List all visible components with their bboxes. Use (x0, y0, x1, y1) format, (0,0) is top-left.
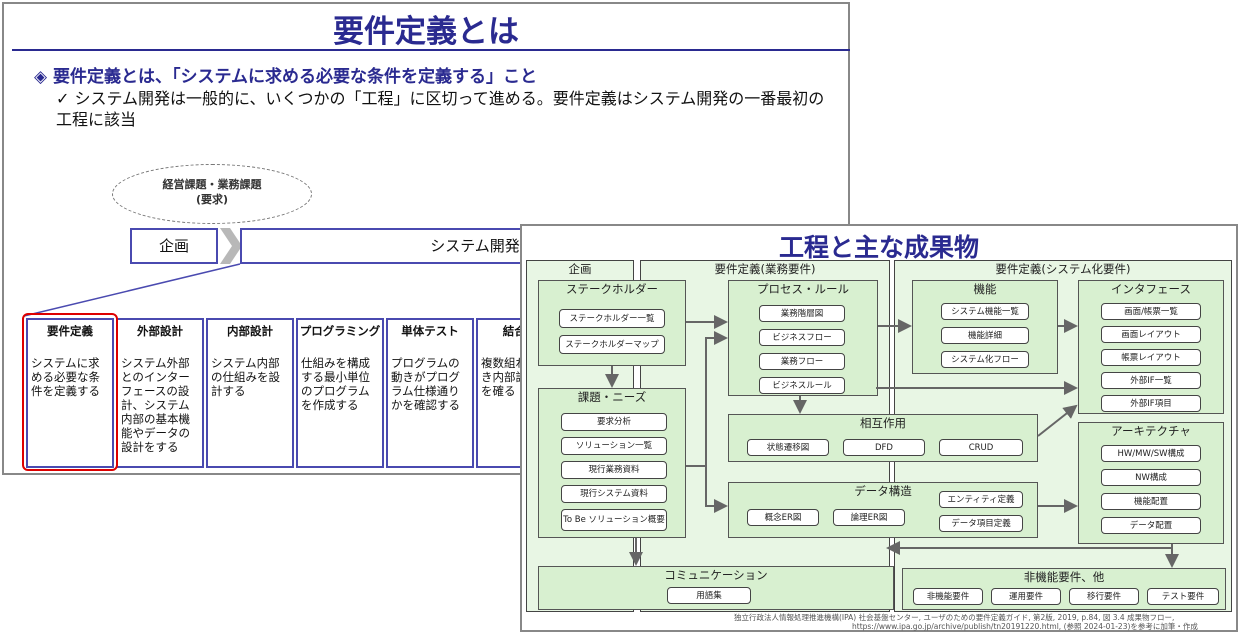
group-title: インタフェース (1111, 282, 1191, 296)
item-requirement-analysis: 要求分析 (561, 413, 667, 431)
group-title: プロセス・ルール (757, 282, 849, 296)
step-programming: プログラミング 仕組みを構成する最小単位のプログラムを作成する (296, 318, 384, 468)
slide-deliverables: 工程と主な成果物 企画 要件定義(業務要件) 要件定義(システム化要件) ステー… (520, 224, 1238, 632)
item-system-function-list: システム機能一覧 (941, 303, 1029, 320)
diamond-bullet-icon: ◈ (34, 67, 48, 87)
item-test-req: テスト要件 (1147, 588, 1219, 605)
step-body: システムに求める必要な条件を定義する (31, 356, 100, 398)
chevron-right-icon (220, 228, 242, 264)
main-bullet-text: 要件定義とは、「システムに求める必要な条件を定義する」こと (53, 67, 537, 87)
group-title: 相互作用 (860, 416, 906, 430)
step-body: システム内部の仕組みを設計する (211, 356, 280, 398)
item-function-detail: 機能詳細 (941, 327, 1029, 344)
group-interface: インタフェース 画面/帳票一覧 画面レイアウト 帳票レイアウト 外部IF一覧 外… (1078, 280, 1224, 414)
item-migration-req: 移行要件 (1069, 588, 1139, 605)
item-crud: CRUD (939, 439, 1023, 456)
item-logical-er: 論理ER図 (833, 509, 905, 526)
item-entity-definition: エンティティ定義 (939, 491, 1023, 508)
group-architecture: アーキテクチャ HW/MW/SW構成 NW構成 機能配置 データ配置 (1078, 422, 1224, 544)
item-report-layout: 帳票レイアウト (1101, 349, 1201, 366)
check-icon: ✓ (56, 89, 70, 108)
sub-bullet-text: システム開発は一般的に、いくつかの「工程」に区切って進める。要件定義はシステム開… (56, 89, 825, 129)
main-bullet: ◈ 要件定義とは、「システムに求める必要な条件を定義する」こと (34, 62, 537, 87)
footnote-source: 独立行政法人情報処理推進機構(IPA) 社会基盤センター, ユーザのための要件定… (734, 613, 1175, 622)
step-body: プログラムの動きがプログラム仕様通りかを確認する (391, 356, 460, 412)
item-nw-config: NW構成 (1101, 469, 1201, 486)
step-requirements: 要件定義 システムに求める必要な条件を定義する (26, 318, 114, 468)
step-unit-test: 単体テスト プログラムの動きがプログラム仕様通りかを確認する (386, 318, 474, 468)
cloud-line1: 経営課題・業務課題 (162, 178, 262, 191)
item-solution-list: ソリューション一覧 (561, 437, 667, 455)
item-hw-mw-sw: HW/MW/SW構成 (1101, 445, 1201, 462)
group-title: 非機能要件、他 (1023, 570, 1105, 584)
group-nonfunctional: 非機能要件、他 非機能要件 運用要件 移行要件 テスト要件 (902, 568, 1226, 610)
step-title: プログラミング (299, 324, 381, 338)
item-external-if-list: 外部IF一覧 (1101, 372, 1201, 389)
item-external-if-items: 外部IF項目 (1101, 395, 1201, 412)
item-business-rules: ビジネスルール (759, 377, 845, 394)
step-body: システム外部とのインターフェースの設計、システム内部の基本機能やデータの設計をす… (121, 356, 190, 454)
sub-bullet: ✓ システム開発は一般的に、いくつかの「工程」に区切って進める。要件定義はシステ… (56, 88, 836, 130)
item-screen-layout: 画面レイアウト (1101, 326, 1201, 343)
group-title: 機能 (973, 282, 997, 296)
zone-label: 企画 (568, 262, 592, 276)
group-function: 機能 システム機能一覧 機能詳細 システム化フロー (912, 280, 1058, 374)
item-current-business-docs: 現行業務資料 (561, 461, 667, 479)
item-nonfunctional-req: 非機能要件 (913, 588, 983, 605)
requirements-cloud: 経営課題・業務課題 (要求) (112, 164, 312, 224)
item-to-be-solution: To Be ソリューション概要 (561, 509, 667, 531)
item-stakeholder-list: ステークホルダー一覧 (559, 309, 665, 328)
item-state-diagram: 状態遷移図 (747, 439, 829, 456)
group-title: 課題・ニーズ (577, 390, 647, 404)
step-external-design: 外部設計 システム外部とのインターフェースの設計、システム内部の基本機能やデータ… (116, 318, 204, 468)
footnote-url: https://www.ipa.go.jp/archive/publish/tn… (852, 622, 1198, 631)
cloud-line2: (要求) (195, 193, 229, 206)
zone-label: 要件定義(業務要件) (714, 262, 816, 276)
item-system-flow: システム化フロー (941, 351, 1029, 368)
title-rule (12, 49, 850, 51)
item-operation-req: 運用要件 (991, 588, 1061, 605)
group-title: アーキテクチャ (1111, 424, 1191, 438)
item-business-flow: ビジネスフロー (759, 329, 845, 346)
zone-label: 要件定義(システム化要件) (995, 262, 1131, 276)
group-data-structure: データ構造 概念ER図 論理ER図 エンティティ定義 データ項目定義 (728, 482, 1038, 538)
item-screen-report-list: 画面/帳票一覧 (1101, 303, 1201, 320)
item-data-item-definition: データ項目定義 (939, 515, 1023, 532)
item-conceptual-er: 概念ER図 (747, 509, 819, 526)
group-title: ステークホルダー (566, 282, 658, 296)
step-internal-design: 内部設計 システム内部の仕組みを設計する (206, 318, 294, 468)
item-business-hierarchy: 業務階層図 (759, 305, 845, 322)
slide1-title: 要件定義とは (333, 14, 519, 50)
item-glossary: 用語集 (667, 587, 751, 604)
group-title: コミュニケーション (664, 568, 768, 582)
group-interaction: 相互作用 状態遷移図 DFD CRUD (728, 414, 1038, 462)
phase-planning: 企画 (130, 228, 218, 264)
step-title: 単体テスト (401, 324, 459, 338)
item-current-system-docs: 現行システム資料 (561, 485, 667, 503)
slide2-title: 工程と主な成果物 (778, 233, 979, 262)
item-stakeholder-map: ステークホルダーマップ (559, 335, 665, 354)
item-function-placement: 機能配置 (1101, 493, 1201, 510)
group-issues-needs: 課題・ニーズ 要求分析 ソリューション一覧 現行業務資料 現行システム資料 To… (538, 388, 686, 538)
group-title: データ構造 (854, 484, 912, 498)
item-dfd: DFD (843, 439, 925, 456)
step-title: 要件定義 (47, 324, 93, 338)
highlight-frame (22, 313, 118, 471)
group-process-rules: プロセス・ルール 業務階層図 ビジネスフロー 業務フロー ビジネスルール (728, 280, 878, 396)
step-title: 内部設計 (227, 324, 273, 338)
group-stakeholder: ステークホルダー ステークホルダー一覧 ステークホルダーマップ (538, 280, 686, 366)
item-work-flow: 業務フロー (759, 353, 845, 370)
group-communication: コミュニケーション 用語集 (538, 566, 894, 610)
item-data-placement: データ配置 (1101, 517, 1201, 534)
step-title: 外部設計 (137, 324, 183, 338)
step-body: 仕組みを構成する最小単位のプログラムを作成する (301, 356, 370, 412)
